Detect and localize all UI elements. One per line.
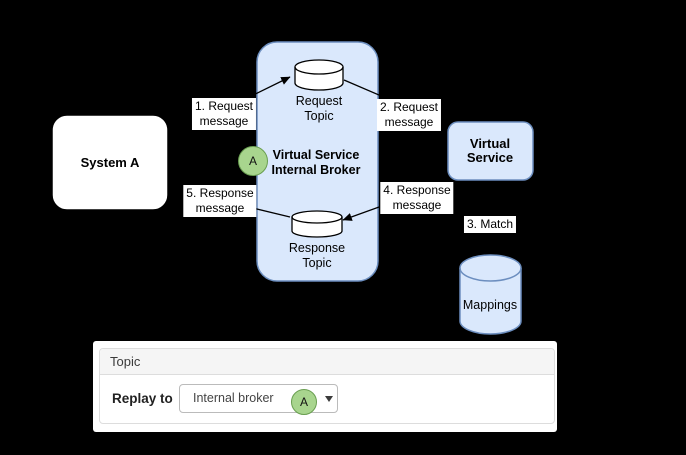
response-topic-label: Response Topic <box>288 241 346 270</box>
system-a-node <box>51 114 169 211</box>
request-topic-label: Request Topic <box>295 94 343 123</box>
response-topic-cylinder-rim <box>291 216 343 224</box>
virtual-service-label: Virtual Service <box>466 136 514 165</box>
replay-to-dropdown-value: Internal broker <box>193 391 274 405</box>
system-a-label: System A <box>80 155 140 170</box>
replay-to-label: Replay to <box>112 391 173 406</box>
mappings-cylinder <box>459 254 522 335</box>
topic-panel: Topic Replay to Internal broker A <box>93 341 557 432</box>
broker-badge-a: A <box>238 146 268 176</box>
request-topic-cylinder-rim <box>294 66 344 75</box>
request-topic-cylinder <box>294 59 344 91</box>
chevron-down-icon[interactable] <box>325 396 333 402</box>
edge-label-4-response-message: 4. Response message <box>380 182 454 214</box>
topic-fieldset: Topic Replay to Internal broker A <box>99 348 555 424</box>
internal-broker-title: Virtual Service Internal Broker <box>271 148 361 177</box>
replay-to-dropdown[interactable]: Internal broker A <box>179 384 338 415</box>
topic-panel-header: Topic <box>100 349 554 375</box>
topic-panel-title: Topic <box>110 354 141 369</box>
edge-label-5-response-message: 5. Response message <box>183 185 257 217</box>
virtual-service-node <box>447 121 534 181</box>
dropdown-badge-a: A <box>291 389 317 415</box>
edge-label-3-match: 3. Match <box>463 216 517 233</box>
edge-label-2-request-message: 2. Request message <box>376 99 442 131</box>
mappings-label: Mappings <box>462 298 518 312</box>
response-topic-cylinder <box>291 210 343 238</box>
mappings-cylinder-rim <box>459 267 522 282</box>
edge-label-1-request-message: 1. Request message <box>191 98 257 130</box>
